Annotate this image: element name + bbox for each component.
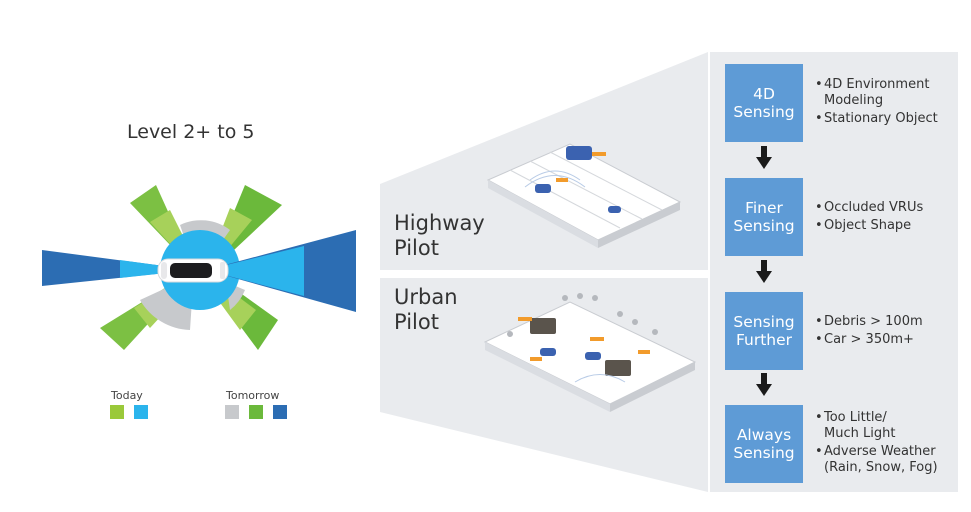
urban-bus-2	[605, 360, 631, 376]
legend-tomorrow-swatch-gray	[225, 405, 239, 419]
coverage-front-beam-inner	[206, 246, 304, 296]
step-always-sensing-line2: Sensing	[733, 444, 795, 462]
bullet-item: Occluded VRUs	[815, 200, 923, 216]
urban-car-2	[585, 352, 601, 360]
arrow-down-icon	[756, 146, 772, 169]
legend-tomorrow-swatch-blue	[273, 405, 287, 419]
step-sensing-further-line1: Sensing	[733, 313, 795, 331]
coverage-rear-beam-inner	[120, 260, 194, 278]
urban-label-line1: Urban	[394, 285, 458, 309]
highway-car-2	[608, 206, 621, 213]
bullet-item: Too Little/ Much Light	[815, 410, 954, 442]
highway-label-line1: Highway	[394, 211, 485, 235]
bullet-item: Debris > 100m	[815, 314, 923, 330]
legend-today-swatch-green	[110, 405, 124, 419]
step-finer-sensing-bullets: Occluded VRUs Object Shape	[815, 200, 923, 234]
bullet-item: Stationary Object	[815, 111, 949, 127]
step-finer-sensing: Finer Sensing	[725, 178, 803, 256]
sensor-coverage-diagram	[42, 185, 356, 350]
bullet-item: Car > 350m+	[815, 332, 923, 348]
step-4d-sensing-line1: 4D	[753, 85, 775, 103]
legend-today-label: Today	[111, 389, 143, 402]
step-always-sensing: Always Sensing	[725, 405, 803, 483]
arrow-down-icon	[756, 373, 772, 396]
highway-truck	[566, 146, 592, 160]
highway-label: Highway Pilot	[394, 211, 491, 260]
step-4d-sensing-line2: Sensing	[733, 103, 795, 121]
step-finer-sensing-line2: Sensing	[733, 217, 795, 235]
step-sensing-further-bullets: Debris > 100m Car > 350m+	[815, 314, 923, 348]
arrow-down-icon	[756, 260, 772, 283]
highway-car-1	[535, 184, 551, 193]
step-4d-sensing: 4D Sensing	[725, 64, 803, 142]
step-always-sensing-line1: Always	[736, 426, 792, 444]
step-4d-sensing-bullets: 4D Environment Modeling Stationary Objec…	[815, 77, 949, 127]
highway-label-line2: Pilot	[394, 236, 439, 260]
step-finer-sensing-line1: Finer	[745, 199, 783, 217]
legend-tomorrow-label: Tomorrow	[226, 389, 280, 402]
coverage-rear-beam	[42, 250, 194, 286]
step-always-sensing-bullets: Too Little/ Much Light Adverse Weather (…	[815, 410, 954, 476]
bullet-item: Object Shape	[815, 218, 923, 234]
scenario-panel: Highway Pilot Urban Pilot	[380, 52, 708, 492]
urban-illustration	[483, 293, 697, 412]
level-title: Level 2+ to 5	[127, 121, 255, 143]
urban-bus-1	[530, 318, 556, 334]
bullet-item: 4D Environment Modeling	[815, 77, 949, 109]
urban-label: Urban Pilot	[394, 285, 464, 334]
bullet-item: Adverse Weather (Rain, Snow, Fog)	[815, 444, 954, 476]
highway-illustration	[486, 143, 682, 248]
legend-today-swatch-cyan	[134, 405, 148, 419]
legend-tomorrow-swatch-green	[249, 405, 263, 419]
car-icon	[157, 258, 229, 283]
urban-car-1	[540, 348, 556, 356]
step-sensing-further-line2: Further	[735, 331, 793, 349]
urban-label-line2: Pilot	[394, 310, 439, 334]
step-sensing-further: Sensing Further	[725, 292, 803, 370]
